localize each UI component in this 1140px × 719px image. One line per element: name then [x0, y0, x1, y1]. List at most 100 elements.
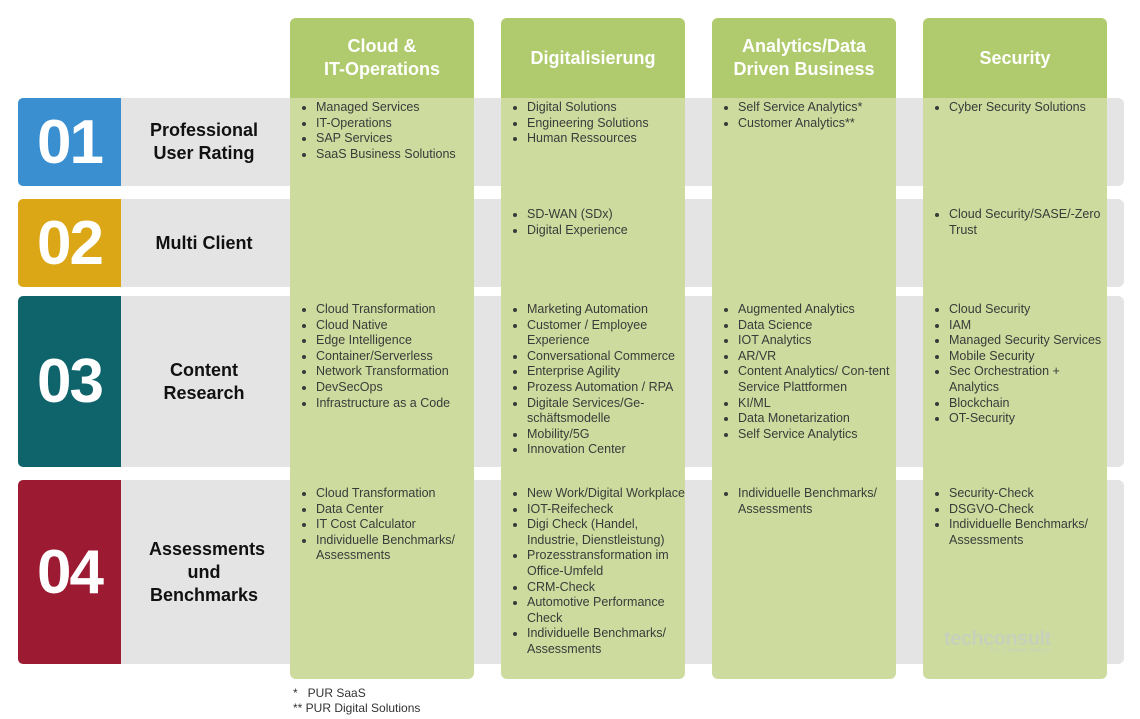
- row-label-3: Content Research: [121, 296, 287, 467]
- list-item: Engineering Solutions: [527, 116, 687, 132]
- row-label-text: Content Research: [163, 359, 245, 403]
- row-number-tile-4: 04: [18, 480, 121, 664]
- list-item: IT-Operations: [316, 116, 476, 132]
- list-item: Cloud Security/SASE/-Zero Trust: [949, 207, 1109, 238]
- row-label-1: Professional User Rating: [121, 98, 287, 186]
- list-item: Cloud Security: [949, 302, 1109, 318]
- cell-r2-security: Cloud Security/SASE/-Zero Trust: [931, 207, 1109, 238]
- row-label-text: Assessments und Benchmarks: [149, 538, 266, 605]
- list-item: Innovation Center: [527, 442, 687, 458]
- footnote-digital-solutions: ** PUR Digital Solutions: [293, 701, 421, 715]
- list-item: AR/VR: [738, 349, 898, 365]
- list-item: IAM: [949, 318, 1109, 334]
- list-item: IOT-Reifecheck: [527, 502, 687, 518]
- list-item: Customer / Employee Experience: [527, 318, 687, 349]
- cell-r3-security: Cloud SecurityIAMManaged Security Servic…: [931, 302, 1109, 427]
- list-item: Network Transformation: [316, 364, 476, 380]
- list-item: Managed Services: [316, 100, 476, 116]
- list-item: Enterprise Agility: [527, 364, 687, 380]
- column-header-digitalisierung: Digitalisierung: [501, 18, 685, 98]
- list-item: Self Service Analytics: [738, 427, 898, 443]
- cell-r3-analytics-data: Augmented AnalyticsData ScienceIOT Analy…: [720, 302, 898, 442]
- column-title: Digitalisierung: [530, 47, 656, 68]
- cell-r3-cloud-it-operations: Cloud TransformationCloud NativeEdge Int…: [298, 302, 476, 411]
- list-item: Cloud Transformation: [316, 302, 476, 318]
- list-item: KI/ML: [738, 396, 898, 412]
- list-item: Edge Intelligence: [316, 333, 476, 349]
- list-item: CRM-Check: [527, 580, 687, 596]
- column-title: Analytics/Data Driven Business: [733, 36, 875, 79]
- list-item: Individuelle Benchmarks/ Assessments: [527, 626, 687, 657]
- column-cloud-it-operations: [290, 18, 474, 679]
- list-item: Cloud Native: [316, 318, 476, 334]
- column-security: [923, 18, 1107, 679]
- row-number-tile-1: 01: [18, 98, 121, 186]
- row-label-4: Assessments und Benchmarks: [121, 480, 287, 664]
- list-item: Prozesstransformation im Office-Umfeld: [527, 548, 687, 579]
- list-item: Mobile Security: [949, 349, 1109, 365]
- row-label-2: Multi Client: [121, 199, 287, 287]
- list-item: Data Monetarization: [738, 411, 898, 427]
- cell-r4-cloud-it-operations: Cloud TransformationData CenterIT Cost C…: [298, 486, 476, 564]
- list-item: SAP Services: [316, 131, 476, 147]
- list-item: Blockchain: [949, 396, 1109, 412]
- list-item: Digital Experience: [527, 223, 687, 239]
- cell-r1-analytics-data: Self Service Analytics*Customer Analytic…: [720, 100, 898, 131]
- column-header-security: Security: [923, 18, 1107, 98]
- row-label-text: Professional User Rating: [149, 120, 259, 163]
- list-item: Data Science: [738, 318, 898, 334]
- list-item: Prozess Automation / RPA: [527, 380, 687, 396]
- cell-r4-security: Security-CheckDSGVO-CheckIndividuelle Be…: [931, 486, 1109, 548]
- cell-r4-digitalisierung: New Work/Digital WorkplaceIOT-Reifecheck…: [509, 486, 687, 658]
- list-item: DevSecOps: [316, 380, 476, 396]
- list-item: SaaS Business Solutions: [316, 147, 476, 163]
- cell-r1-cloud-it-operations: Managed ServicesIT-OperationsSAP Service…: [298, 100, 476, 162]
- list-item: Infrastructure as a Code: [316, 396, 476, 412]
- footnote-saas: * PUR SaaS: [293, 686, 366, 700]
- list-item: Customer Analytics**: [738, 116, 898, 132]
- list-item: New Work/Digital Workplace: [527, 486, 687, 502]
- column-header-analytics-data: Analytics/Data Driven Business: [712, 18, 896, 98]
- list-item: Cyber Security Solutions: [949, 100, 1109, 116]
- list-item: DSGVO-Check: [949, 502, 1109, 518]
- list-item: Security-Check: [949, 486, 1109, 502]
- list-item: IOT Analytics: [738, 333, 898, 349]
- logo-wordmark: techconsult: [944, 628, 1051, 650]
- list-item: Automotive Performance Check: [527, 595, 687, 626]
- list-item: Individuelle Benchmarks/ Assessments: [738, 486, 898, 517]
- list-item: Individuelle Benchmarks/ Assessments: [949, 517, 1109, 548]
- list-item: OT-Security: [949, 411, 1109, 427]
- list-item: Sec Orchestration + Analytics: [949, 364, 1109, 395]
- list-item: Marketing Automation: [527, 302, 687, 318]
- cell-r4-analytics-data: Individuelle Benchmarks/ Assessments: [720, 486, 898, 517]
- list-item: Digital Solutions: [527, 100, 687, 116]
- cell-r1-digitalisierung: Digital SolutionsEngineering SolutionsHu…: [509, 100, 687, 147]
- list-item: Data Center: [316, 502, 476, 518]
- cell-r1-security: Cyber Security Solutions: [931, 100, 1109, 116]
- list-item: Content Analytics/ Con-tent Service Plat…: [738, 364, 898, 395]
- list-item: Digitale Services/Ge-schäftsmodelle: [527, 396, 687, 427]
- list-item: IT Cost Calculator: [316, 517, 476, 533]
- list-item: SD-WAN (SDx): [527, 207, 687, 223]
- column-digitalisierung: [501, 18, 685, 679]
- list-item: Container/Serverless: [316, 349, 476, 365]
- list-item: Conversational Commerce: [527, 349, 687, 365]
- list-item: Self Service Analytics*: [738, 100, 898, 116]
- list-item: Human Ressources: [527, 131, 687, 147]
- list-item: Augmented Analytics: [738, 302, 898, 318]
- logo-tagline: The IT-Market Analysts: [989, 648, 1051, 654]
- list-item: Managed Security Services: [949, 333, 1109, 349]
- cell-r2-digitalisierung: SD-WAN (SDx)Digital Experience: [509, 207, 687, 238]
- row-number-tile-3: 03: [18, 296, 121, 467]
- column-header-cloud-it-operations: Cloud & IT-Operations: [290, 18, 474, 98]
- column-title: Security: [979, 47, 1051, 68]
- techconsult-logo: techconsult The IT-Market Analysts: [944, 628, 1051, 654]
- row-number-tile-2: 02: [18, 199, 121, 287]
- column-analytics-data: [712, 18, 896, 679]
- list-item: Mobility/5G: [527, 427, 687, 443]
- cell-r3-digitalisierung: Marketing AutomationCustomer / Employee …: [509, 302, 687, 458]
- list-item: Cloud Transformation: [316, 486, 476, 502]
- list-item: Digi Check (Handel, Industrie, Dienstlei…: [527, 517, 687, 548]
- row-label-text: Multi Client: [155, 232, 253, 253]
- list-item: Individuelle Benchmarks/ Assessments: [316, 533, 476, 564]
